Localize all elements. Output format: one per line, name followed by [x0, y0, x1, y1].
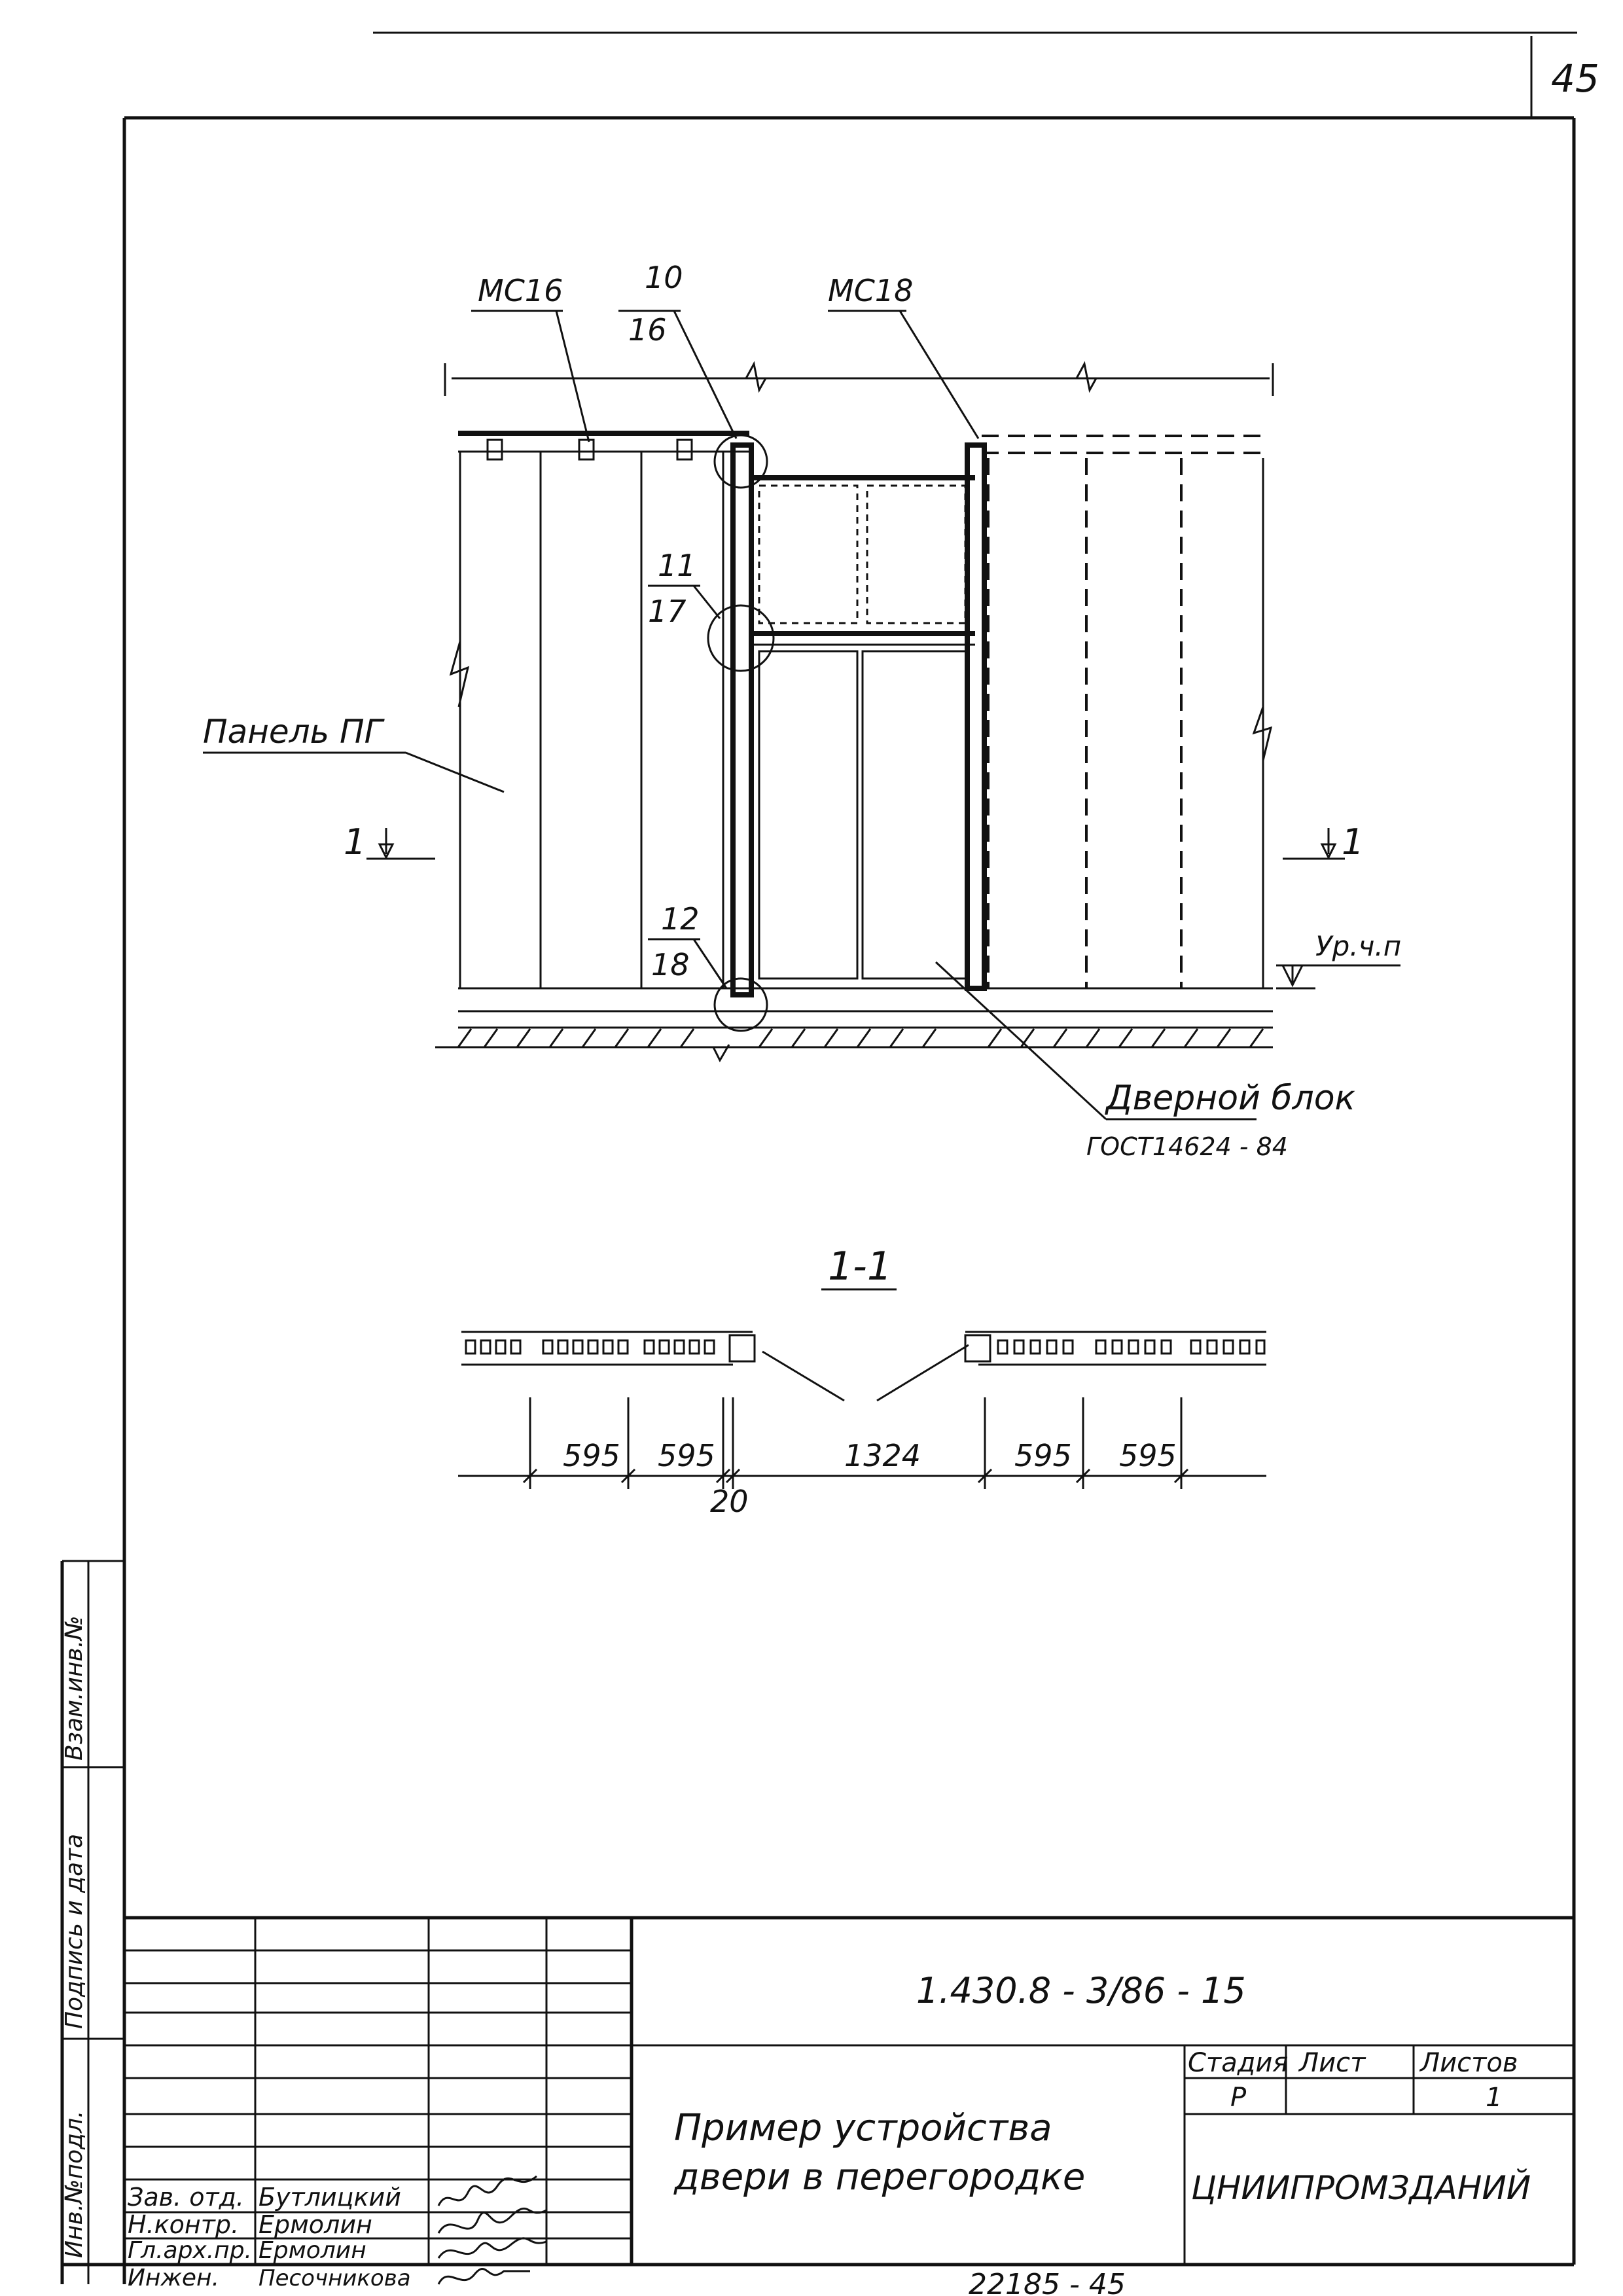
role-3: Гл.арх.пр.: [128, 2237, 252, 2264]
detail-circle-top: [713, 434, 768, 489]
role-4: Инжен.: [128, 2265, 219, 2291]
door-gost-label: ГОСТ14624 - 84: [1086, 1132, 1288, 1161]
role-1: Зав. отд.: [128, 2183, 244, 2212]
callouts: [203, 310, 1257, 1121]
sheets-value: 1: [1486, 2083, 1502, 2113]
detail-circle-mid: [707, 604, 775, 672]
panel-label: Панель ПГ: [203, 713, 385, 751]
section-title: 1-1: [828, 1244, 892, 1289]
node-top-num: 10: [645, 260, 683, 295]
dim-595-1: 595: [563, 1438, 620, 1473]
cut-marker-right: [1283, 828, 1345, 860]
cut-label-right: 1: [1342, 821, 1364, 863]
dim-595-2: 595: [658, 1438, 715, 1473]
name-3: Ермолин: [259, 2237, 366, 2264]
elevation-view: [435, 361, 1274, 1063]
designation: 1.430.8 - 3/86 - 15: [916, 1970, 1246, 2011]
detail-circle-bottom: [713, 977, 768, 1032]
node-top-den: 16: [628, 312, 667, 348]
dimension-chain: [458, 1397, 1266, 1489]
title-block-grid: [124, 1916, 1574, 2265]
signatures: [437, 2175, 547, 2285]
side-signature-date: Подпись и дата: [61, 1834, 88, 2029]
drawing-title-line2: двери в перегородке: [673, 2156, 1085, 2198]
mc16-label: МС16: [478, 273, 563, 308]
node-bot-den: 18: [651, 947, 690, 982]
node-mid-den: 17: [648, 594, 687, 629]
side-replace-inv: Взам.инв.№: [61, 1615, 88, 1761]
mc18-label: МС18: [828, 273, 913, 308]
organization: ЦНИИПРОМЗДАНИЙ: [1191, 2168, 1531, 2207]
sheet-label: Лист: [1298, 2048, 1366, 2078]
node-mid-num: 11: [658, 548, 696, 583]
door-block-label: Дверной блок: [1105, 1079, 1356, 1118]
page-number: 45: [1551, 56, 1599, 101]
dim-595-4: 595: [1119, 1438, 1177, 1473]
stage-label: Стадия: [1188, 2048, 1288, 2078]
floor-level-marker: [1276, 964, 1400, 990]
sheets-label: Листов: [1419, 2048, 1518, 2078]
bottom-number: 22185 - 45: [969, 2268, 1126, 2296]
dim-595-3: 595: [1014, 1438, 1072, 1473]
floor-level-label: Ур.ч.п: [1315, 930, 1401, 962]
cut-marker-left: [366, 828, 435, 860]
name-1: Бутлицкий: [259, 2183, 401, 2212]
dim-20: 20: [710, 1484, 749, 1519]
role-2: Н.контр.: [128, 2210, 239, 2239]
stage-value: Р: [1230, 2083, 1247, 2113]
drawing-title-line1: Пример устройства: [674, 2107, 1052, 2149]
section-plan: [461, 1331, 1266, 1402]
node-bot-num: 12: [661, 901, 700, 937]
side-stamp: [60, 1560, 124, 2284]
side-inv-podl: Инв.№подл.: [61, 2111, 88, 2258]
cut-label-left: 1: [344, 821, 366, 863]
name-4: Песочникова: [259, 2265, 411, 2291]
name-2: Ермолин: [259, 2210, 372, 2239]
dim-1324: 1324: [844, 1438, 921, 1473]
